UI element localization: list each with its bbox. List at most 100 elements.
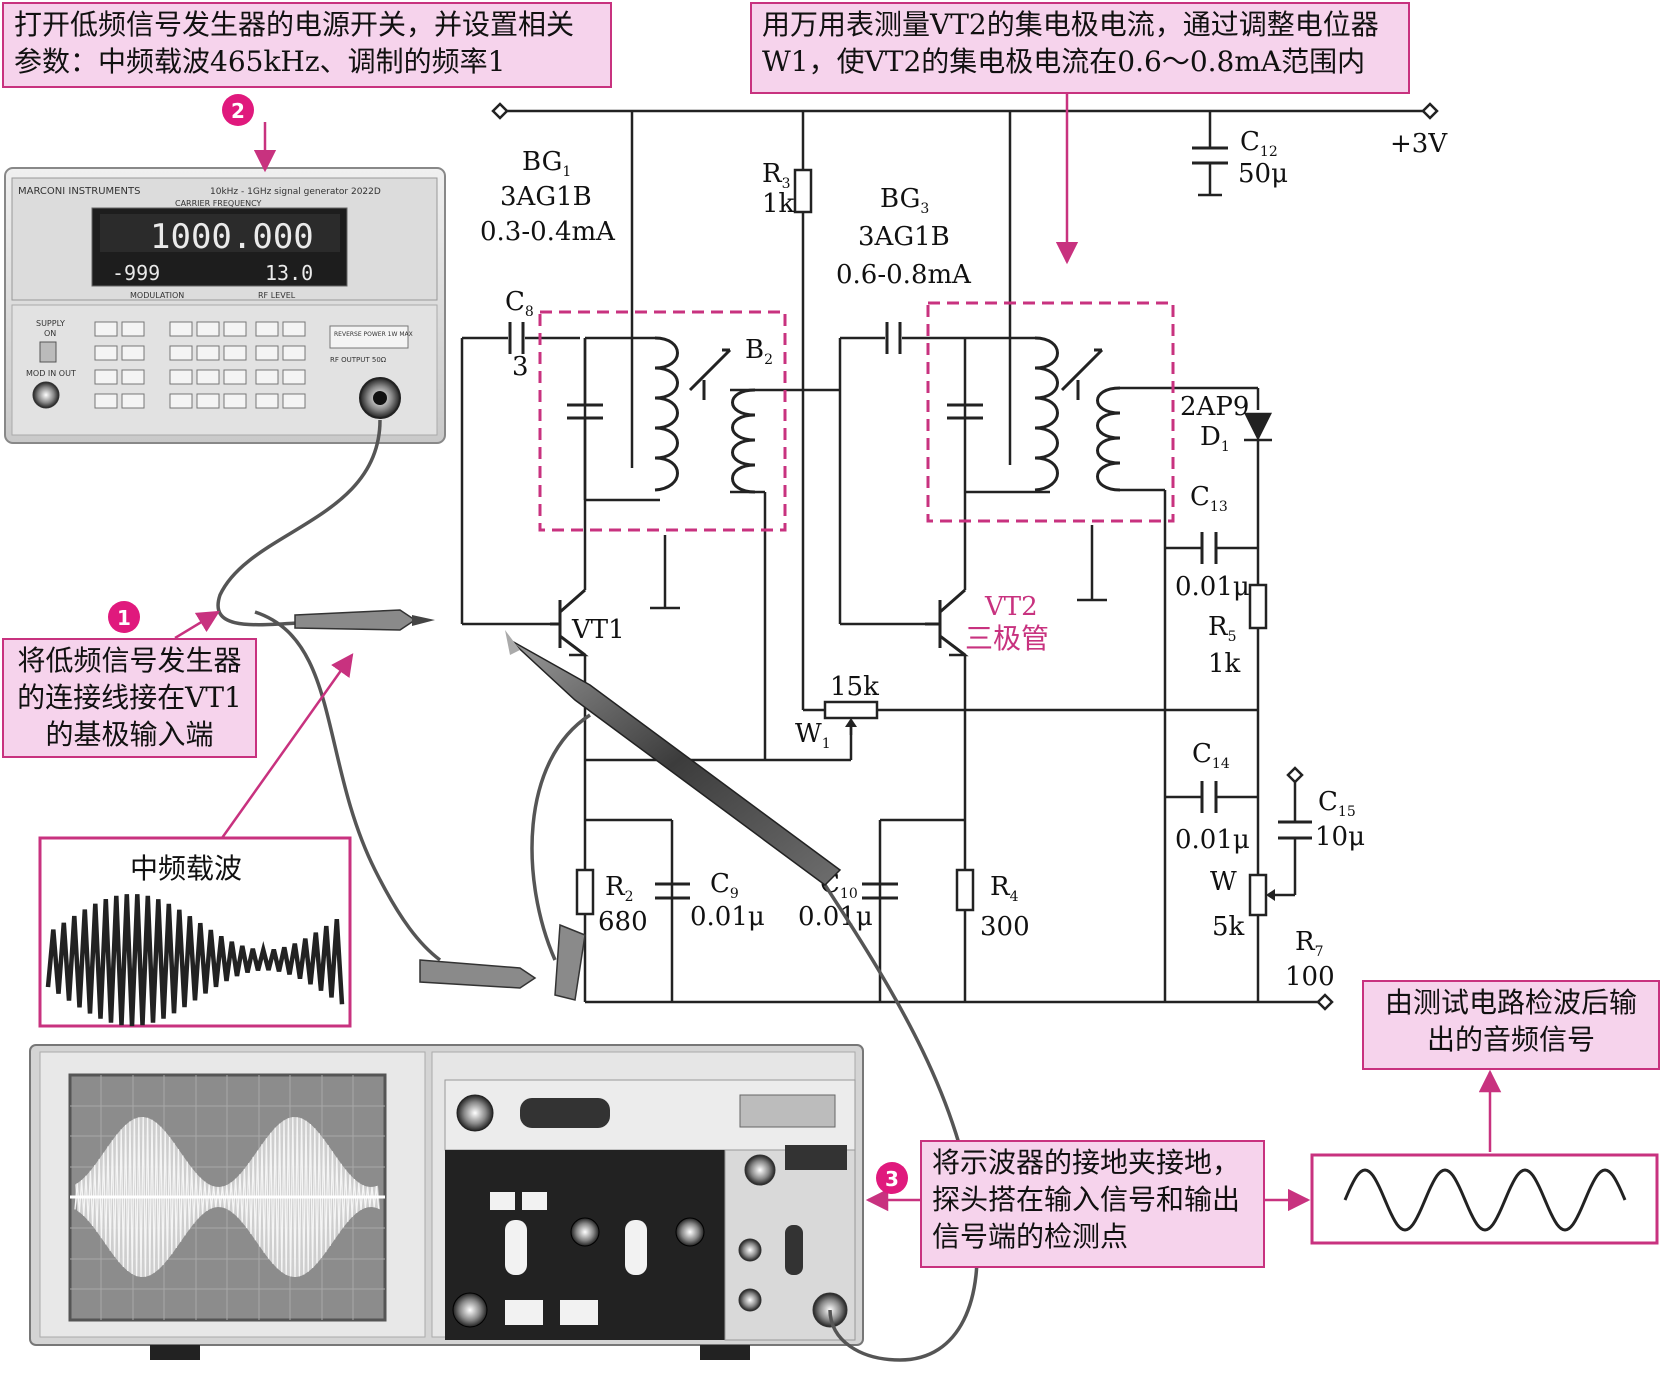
note-audio-output: 由测试电路检波后输出的音频信号 <box>1362 980 1660 1070</box>
alligator-clips <box>294 609 586 1001</box>
oscilloscope <box>29 1044 864 1360</box>
mod-in-out-connector[interactable] <box>32 381 60 409</box>
resistors <box>575 168 1268 917</box>
capacitors <box>508 146 1312 900</box>
svg-text:C13: C13 <box>1190 482 1228 515</box>
svg-text:50μ: 50μ <box>1238 159 1288 189</box>
svg-text:ON: ON <box>44 329 56 338</box>
capacitor-c10 <box>862 882 898 900</box>
svg-text:B2: B2 <box>745 335 773 368</box>
svg-text:SUPPLY: SUPPLY <box>36 319 65 328</box>
svg-text:2: 2 <box>231 99 245 123</box>
annotation-arrows <box>174 90 1502 1212</box>
svg-text:R2: R2 <box>605 872 634 905</box>
svg-text:-999: -999 <box>112 261 160 285</box>
b2-shield-box <box>538 310 787 532</box>
svg-text:0.01μ: 0.01μ <box>690 902 765 932</box>
generator-keypad[interactable] <box>94 321 306 409</box>
svg-text:R3: R3 <box>762 159 791 192</box>
svg-text:C15: C15 <box>1318 787 1356 820</box>
svg-text:0.01μ: 0.01μ <box>798 902 873 932</box>
capacitor-c9 <box>655 882 690 900</box>
svg-text:3AG1B: 3AG1B <box>500 182 592 212</box>
svg-text:BG1: BG1 <box>522 147 571 180</box>
svg-text:R7: R7 <box>1295 927 1324 960</box>
svg-text:5k: 5k <box>1212 912 1245 942</box>
audio-signal-box <box>1310 1153 1659 1245</box>
svg-text:C12: C12 <box>1240 127 1278 160</box>
svg-text:REVERSE POWER 1W MAX: REVERSE POWER 1W MAX <box>334 331 413 338</box>
note-generator-setup: 打开低频信号发生器的电源开关，并设置相关参数：中频载波465kHz、调制的频率1 <box>2 2 612 88</box>
diode-d1 <box>1243 412 1273 442</box>
svg-text:1k: 1k <box>1208 649 1241 679</box>
svg-text:2AP9: 2AP9 <box>1180 392 1249 422</box>
potentiometer-w1 <box>823 700 879 720</box>
svg-text:3AG1B: 3AG1B <box>858 222 950 252</box>
svg-text:3: 3 <box>885 1167 899 1191</box>
svg-text:300: 300 <box>980 912 1030 942</box>
svg-text:1: 1 <box>117 606 131 630</box>
capacitor-t2-tank <box>947 403 983 420</box>
svg-text:1000.000: 1000.000 <box>150 217 314 257</box>
svg-text:W1: W1 <box>795 719 831 752</box>
capacitor-c-vt2-coupling <box>885 322 902 354</box>
carrier-wave <box>45 894 345 1027</box>
svg-text:15k: 15k <box>830 672 879 702</box>
note-connect-lead: 将低频信号发生器的连接线接在VT1的基极输入端 <box>2 638 257 758</box>
scope-power-knob[interactable] <box>456 1094 494 1132</box>
potentiometer-w <box>1248 873 1268 917</box>
svg-text:100: 100 <box>1285 962 1335 992</box>
svg-text:D1: D1 <box>1200 422 1230 455</box>
svg-text:VT2: VT2 <box>984 592 1038 622</box>
note-multimeter: 用万用表测量VT2的集电极电流，通过调整电位器W1，使VT2的集电极电流在0.6… <box>750 2 1410 94</box>
audio-wave <box>1343 1168 1627 1232</box>
svg-text:三极管: 三极管 <box>965 622 1049 655</box>
svg-text:10kHz - 1GHz signal generator: 10kHz - 1GHz signal generator 2022D <box>210 187 381 197</box>
svg-text:0.6-0.8mA: 0.6-0.8mA <box>836 260 972 290</box>
svg-text:0.01μ: 0.01μ <box>1175 825 1250 855</box>
svg-text:C9: C9 <box>710 869 739 902</box>
transistor-vt2 <box>925 588 969 657</box>
capacitor-c14 <box>1200 781 1218 813</box>
power-switch[interactable] <box>39 341 57 363</box>
t2-shield-box <box>926 301 1175 523</box>
svg-text:0.01μ: 0.01μ <box>1175 572 1250 602</box>
circuit-labels: +3V BG1 3AG1B 0.3-0.4mA R3 1k BG3 3AG1B … <box>480 127 1448 992</box>
svg-text:MARCONI INSTRUMENTS: MARCONI INSTRUMENTS <box>18 186 140 197</box>
w-wiper-head <box>1266 889 1275 901</box>
svg-text:MOD IN OUT: MOD IN OUT <box>26 369 76 378</box>
svg-text:R5: R5 <box>1208 612 1237 645</box>
oscilloscope-probe <box>509 639 842 886</box>
svg-text:VT1: VT1 <box>571 615 625 645</box>
svg-text:W: W <box>1210 867 1237 897</box>
resistor-r2 <box>575 868 595 916</box>
svg-text:1k: 1k <box>762 189 795 219</box>
svg-text:3: 3 <box>512 352 529 382</box>
transformer-coils <box>654 336 1121 494</box>
svg-text:+3V: +3V <box>1390 129 1448 159</box>
scope-controls[interactable] <box>452 1145 848 1328</box>
svg-text:BG3: BG3 <box>880 184 929 217</box>
svg-text:C14: C14 <box>1192 739 1230 772</box>
note-scope-probe: 将示波器的接地夹接地，探头搭在输入信号和输出信号端的检测点 <box>920 1140 1265 1268</box>
step-badge-2: 2 <box>222 94 254 126</box>
signal-generator: MARCONI INSTRUMENTS 10kHz - 1GHz signal … <box>4 167 446 444</box>
svg-text:13.0: 13.0 <box>265 261 313 285</box>
capacitor-c15 <box>1278 820 1312 840</box>
carrier-wave-title: 中频载波 <box>130 852 242 885</box>
capacitor-c12 <box>1192 146 1228 165</box>
svg-text:RF OUTPUT 50Ω: RF OUTPUT 50Ω <box>330 356 387 364</box>
transistor-vt1 <box>550 588 589 657</box>
svg-text:10μ: 10μ <box>1315 822 1365 852</box>
capacitor-c8 <box>508 322 525 354</box>
step-badge-3: 3 <box>876 1162 908 1194</box>
step-badge-1: 1 <box>108 601 140 633</box>
resistor-r5 <box>1248 583 1268 630</box>
svg-text:680: 680 <box>598 907 648 937</box>
resistor-r3 <box>793 168 813 214</box>
svg-text:RF LEVEL: RF LEVEL <box>258 291 296 300</box>
svg-text:C8: C8 <box>505 287 534 320</box>
capacitor-c13 <box>1200 532 1218 564</box>
svg-text:CARRIER FREQUENCY: CARRIER FREQUENCY <box>175 199 262 208</box>
